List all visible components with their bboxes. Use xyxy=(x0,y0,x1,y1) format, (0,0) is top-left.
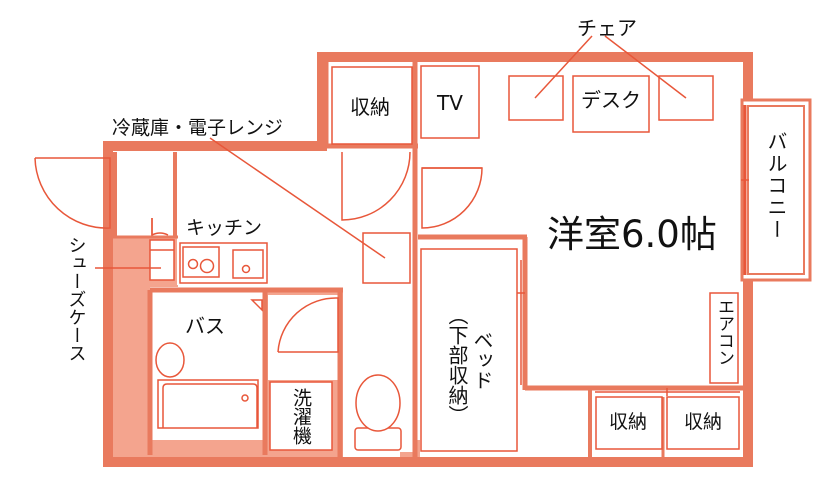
floor-areas xyxy=(150,62,743,452)
sink xyxy=(232,249,264,279)
bed xyxy=(420,248,518,452)
balcony-label: バルコニー xyxy=(764,131,788,241)
bed-label: ベッド xyxy=(470,330,494,390)
window-marks xyxy=(517,260,740,396)
storage-top xyxy=(331,66,413,145)
labels: チェア 収納 TV デスク 冷蔵庫・電子レンジ キッチン 洋室6.0帖 バス バ… xyxy=(66,16,789,445)
aircon-unit xyxy=(709,292,739,384)
washer-label: 洗濯機 xyxy=(290,388,312,445)
balcony xyxy=(740,98,812,282)
fridge-label: 冷蔵庫・電子レンジ xyxy=(112,117,283,139)
fridge-box xyxy=(362,232,411,284)
leader-lines xyxy=(95,35,687,269)
doors xyxy=(34,151,483,353)
kitchen-label: キッチン xyxy=(186,217,262,239)
bathtub xyxy=(157,379,259,429)
furniture xyxy=(149,65,740,452)
western-room-label: 洋室6.0帖 xyxy=(547,213,717,256)
bed-sub-label: （下部収納） xyxy=(445,305,469,425)
shoe-case xyxy=(149,239,175,281)
storage-bottom-1 xyxy=(595,396,663,450)
storage-bottom-2 xyxy=(666,396,740,450)
storage-bottom-1-label: 収納 xyxy=(609,411,647,433)
toilet-bowl xyxy=(355,374,401,432)
storage-top-label: 収納 xyxy=(350,95,390,119)
desk-label: デスク xyxy=(581,88,641,112)
bath-label: バス xyxy=(185,314,225,338)
desk xyxy=(572,75,650,133)
bath-basin xyxy=(155,342,185,378)
storage-bottom-2-label: 収納 xyxy=(684,411,722,433)
chair-label: チェア xyxy=(577,16,637,40)
aircon-label: エアコン xyxy=(714,298,734,366)
washer-box xyxy=(269,381,333,451)
tv-label: TV xyxy=(436,91,463,115)
tv-cabinet xyxy=(420,65,480,139)
tub-drain xyxy=(241,394,249,402)
interior-walls xyxy=(113,62,745,457)
shoe-case-label: シューズケース xyxy=(66,236,87,362)
